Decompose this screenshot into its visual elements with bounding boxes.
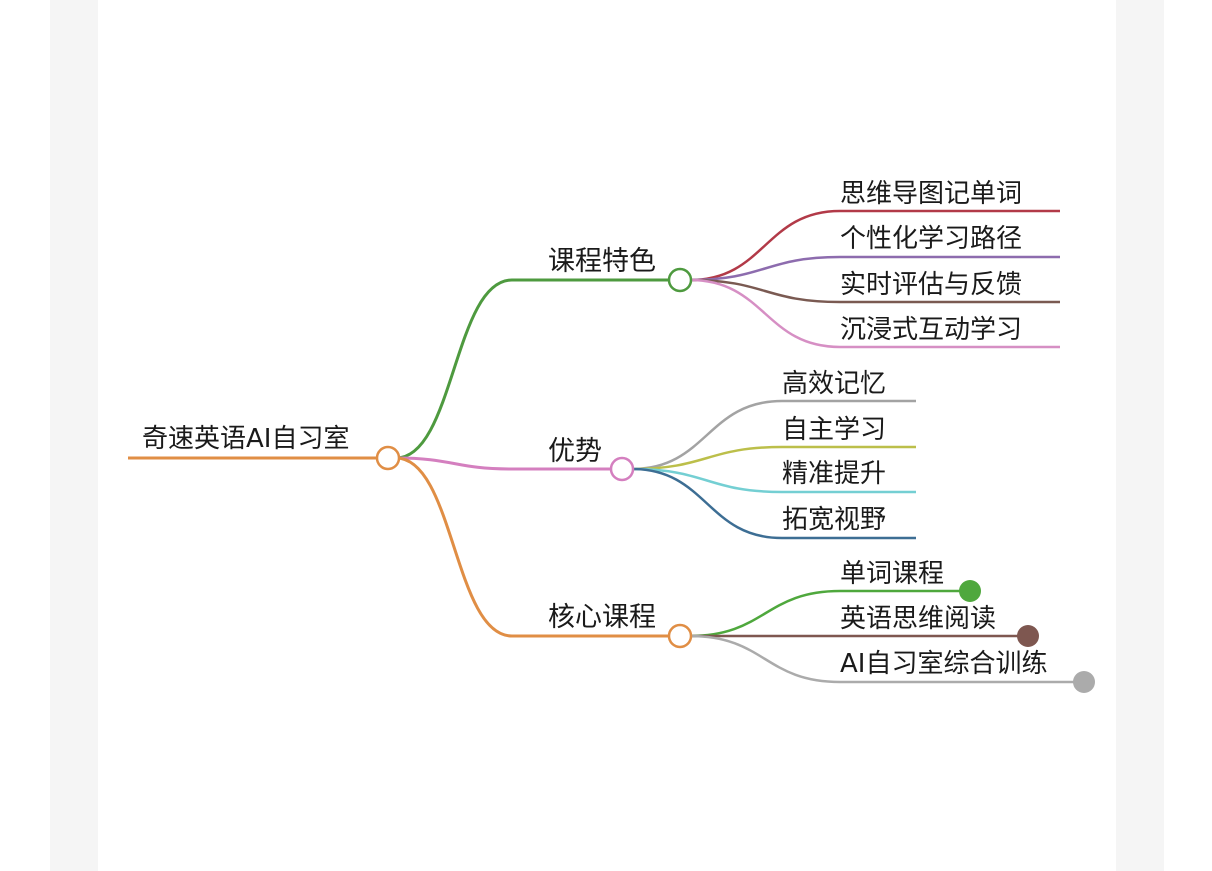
leaf-connector (689, 634, 1084, 684)
leaf-label: 沉浸式互动学习 (840, 315, 1022, 345)
collapsed-node-dot[interactable] (1073, 671, 1095, 693)
leaf-connector (631, 467, 916, 540)
connector-root-to-branch (395, 456, 513, 471)
leaf-label: 单词课程 (840, 559, 944, 589)
branch-label-course-features: 课程特色 (548, 246, 656, 277)
leaf-connector (631, 399, 916, 471)
connector-root-to-branch (395, 456, 513, 638)
leaf-label: 拓宽视野 (782, 505, 886, 535)
leaf-connector (689, 278, 1060, 349)
leaf-label: 精准提升 (782, 459, 886, 489)
branch-collapse-toggle-core-courses[interactable] (667, 623, 693, 649)
leaf-connector (689, 589, 970, 638)
root-label: 奇速英语AI自习室 (142, 424, 349, 454)
branch-collapse-toggle-course-features[interactable] (667, 267, 693, 293)
left-margin-panel (50, 0, 98, 871)
leaf-connector (631, 445, 916, 471)
collapsed-node-dot[interactable] (1017, 625, 1039, 647)
leaf-connector (689, 255, 1060, 282)
root-collapse-toggle[interactable] (375, 445, 401, 471)
leaf-label: 自主学习 (782, 415, 886, 445)
leaf-label: 英语思维阅读 (840, 604, 996, 634)
branch-label-core-courses: 核心课程 (548, 602, 656, 633)
branch-collapse-toggle-advantages[interactable] (609, 456, 635, 482)
collapsed-node-dot[interactable] (959, 580, 981, 602)
branch-label-advantages: 优势 (548, 436, 602, 467)
leaf-label: AI自习室综合训练 (840, 649, 1047, 679)
leaf-label: 高效记忆 (782, 369, 886, 399)
leaf-label: 实时评估与反馈 (840, 270, 1022, 300)
right-margin-panel (1116, 0, 1164, 871)
leaf-connector (689, 278, 1060, 304)
leaf-connector (631, 467, 916, 494)
leaf-label: 思维导图记单词 (840, 179, 1022, 209)
leaf-connector (689, 209, 1060, 282)
connector-root-to-branch (395, 278, 513, 460)
leaf-label: 个性化学习路径 (840, 224, 1022, 254)
